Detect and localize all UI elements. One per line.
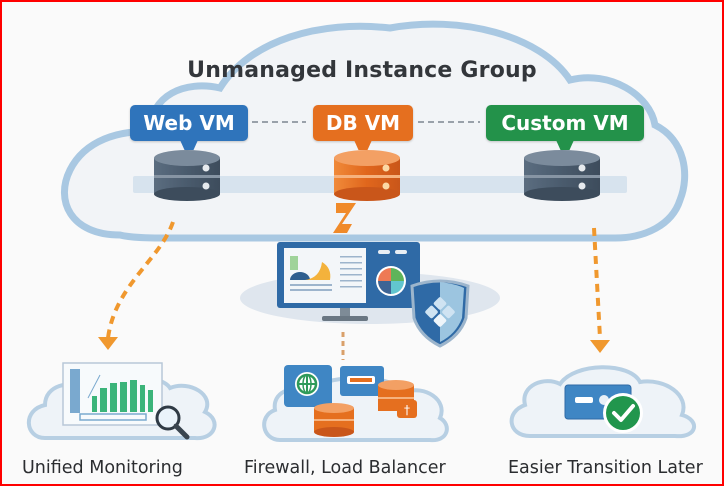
dashboard-monitor-icon (240, 242, 500, 324)
server-icon (154, 150, 220, 201)
benefit-caption-transition: Easier Transition Later (508, 458, 703, 478)
lightning-icon (333, 203, 356, 233)
firewall-load-balancer-icon: † (262, 365, 449, 443)
vm-label-web: Web VM (130, 105, 248, 141)
transition-check-icon (509, 365, 696, 439)
benefit-caption-firewall: Firewall, Load Balancer (244, 458, 446, 478)
arrow-head-icon (98, 337, 118, 350)
monitoring-dashboard-icon (26, 362, 217, 441)
svg-text:†: † (404, 403, 410, 417)
diagram-title: Unmanaged Instance Group (187, 58, 537, 83)
arrow-head-icon (590, 340, 610, 353)
benefit-caption-monitoring: Unified Monitoring (22, 458, 183, 478)
server-icon (524, 150, 600, 201)
database-server-icon (334, 150, 400, 201)
security-shield-icon (410, 279, 470, 348)
vm-label-custom: Custom VM (486, 105, 644, 141)
arrow-to-transition (592, 227, 602, 339)
arrow-to-monitoring (106, 221, 175, 339)
vm-label-db: DB VM (313, 105, 413, 141)
